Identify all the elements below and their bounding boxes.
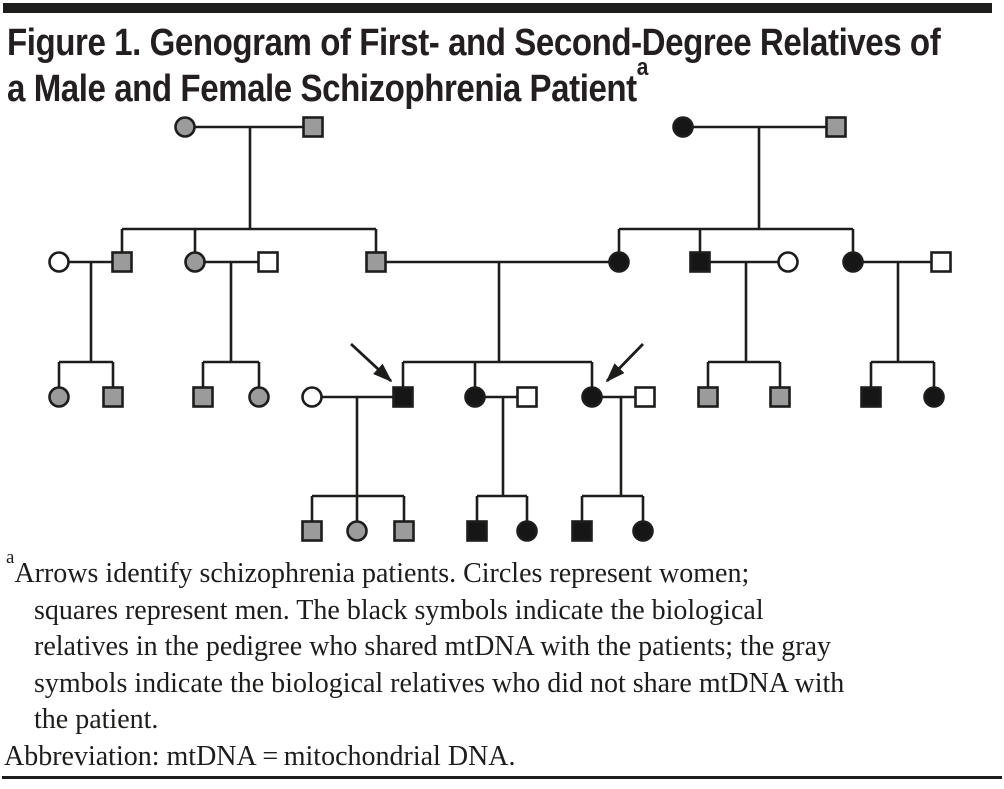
person-circle-black xyxy=(581,386,603,408)
pedigree-persons xyxy=(48,116,952,542)
person-circle-gray xyxy=(174,116,196,138)
person-square-white xyxy=(516,386,538,408)
person-circle-white xyxy=(777,251,799,273)
person-circle-gray xyxy=(184,251,206,273)
person-circle-gray xyxy=(48,386,70,408)
person-circle-black xyxy=(632,520,654,542)
person-square-black xyxy=(392,386,414,408)
person-circle-black xyxy=(672,116,694,138)
footnote-line: aArrows identify schizophrenia patients.… xyxy=(6,546,750,589)
person-square-black xyxy=(689,251,711,273)
person-circle-white xyxy=(301,386,323,408)
person-square-gray xyxy=(697,386,719,408)
person-square-gray xyxy=(825,116,847,138)
patient-arrow-icon xyxy=(350,342,393,383)
person-circle-black xyxy=(608,251,630,273)
person-circle-black xyxy=(516,520,538,542)
person-circle-black xyxy=(464,386,486,408)
patient-arrow-icon xyxy=(605,343,645,383)
person-circle-black xyxy=(923,386,945,408)
footnote-superscript: a xyxy=(6,546,15,568)
footnote-line: the patient. xyxy=(34,704,159,736)
title-superscript: a xyxy=(636,54,649,82)
bottom-rule xyxy=(2,776,1002,779)
figure-title-line1: Figure 1. Genogram of First- and Second-… xyxy=(7,22,941,64)
person-square-gray xyxy=(365,251,387,273)
person-circle-gray xyxy=(346,520,368,542)
pedigree-arrows xyxy=(350,342,645,383)
person-square-gray xyxy=(769,386,791,408)
person-square-gray xyxy=(393,520,415,542)
footnote-line: relatives in the pedigree who shared mtD… xyxy=(34,631,832,663)
top-rule xyxy=(3,3,992,13)
person-square-gray xyxy=(111,251,133,273)
figure-footnote: aArrows identify schizophrenia patients.… xyxy=(4,546,845,776)
person-square-gray xyxy=(301,520,323,542)
footnote-line: symbols indicate the biological relative… xyxy=(34,667,845,699)
abbreviation-line: Abbreviation: mtDNA = mitochondrial DNA. xyxy=(4,740,516,772)
person-square-gray xyxy=(102,386,124,408)
figure-title: Figure 1. Genogram of First- and Second-… xyxy=(7,20,941,112)
person-square-gray xyxy=(302,116,324,138)
person-circle-black xyxy=(842,251,864,273)
person-square-black xyxy=(860,386,882,408)
person-square-white xyxy=(257,251,279,273)
person-circle-gray xyxy=(248,386,270,408)
person-square-black xyxy=(571,520,593,542)
person-square-white xyxy=(930,251,952,273)
pedigree-lines xyxy=(57,125,941,531)
person-square-black xyxy=(466,520,488,542)
person-square-white xyxy=(634,386,656,408)
figure-title-line2: a Male and Female Schizophrenia Patienta xyxy=(7,54,648,110)
footnote-line: squares represent men. The black symbols… xyxy=(34,594,764,626)
person-square-gray xyxy=(192,386,214,408)
person-circle-white xyxy=(48,251,70,273)
